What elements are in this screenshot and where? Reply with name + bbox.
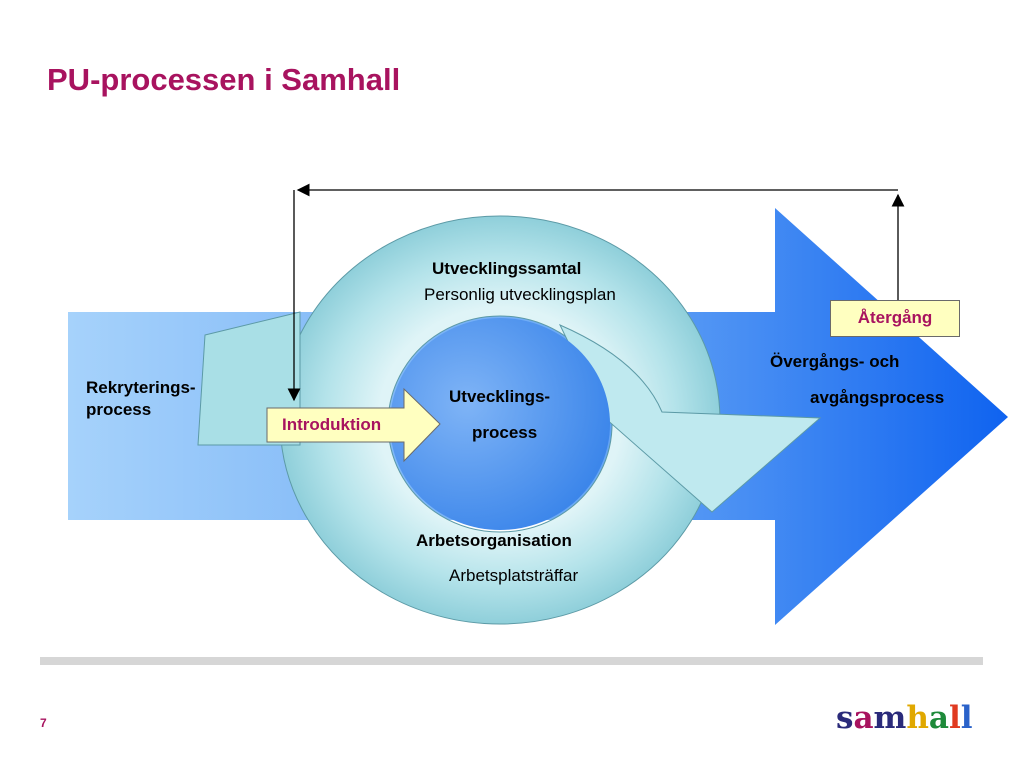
inner-development-circle xyxy=(390,318,610,530)
logo-letter: a xyxy=(928,700,949,736)
logo-letter: l xyxy=(949,700,961,736)
return-box: Återgång xyxy=(830,300,960,337)
logo-letter: a xyxy=(853,700,874,736)
workorg-sub: Arbetsplatsträffar xyxy=(449,566,579,585)
logo-letter: h xyxy=(906,700,929,736)
talk-heading: Utvecklingssamtal xyxy=(432,259,582,278)
logo-letter: m xyxy=(873,700,907,736)
transition-label-line1: Övergångs- och xyxy=(770,352,900,371)
process-diagram xyxy=(68,183,1008,625)
logo-letter: l xyxy=(960,700,973,736)
recruitment-label: Rekryterings- process xyxy=(86,378,196,420)
talk-sub: Personlig utvecklingsplan xyxy=(424,285,616,304)
introduction-arrow xyxy=(266,387,441,463)
development-cycle-ring xyxy=(197,215,822,625)
logo-letter: s xyxy=(836,700,854,736)
development-label-line2: process xyxy=(472,423,538,442)
footer-divider xyxy=(40,657,983,665)
development-label-line1: Utvecklings- xyxy=(449,387,551,406)
introduction-label: Introduktion xyxy=(282,415,382,434)
page-number: 7 xyxy=(40,716,47,730)
transition-label-line2: avgångsprocess xyxy=(810,388,945,407)
page-title: PU-processen i Samhall xyxy=(47,62,401,97)
workorg-heading: Arbetsorganisation xyxy=(416,531,572,550)
feedback-loop-arrow xyxy=(287,183,905,402)
samhall-logo: samhall xyxy=(836,700,973,736)
